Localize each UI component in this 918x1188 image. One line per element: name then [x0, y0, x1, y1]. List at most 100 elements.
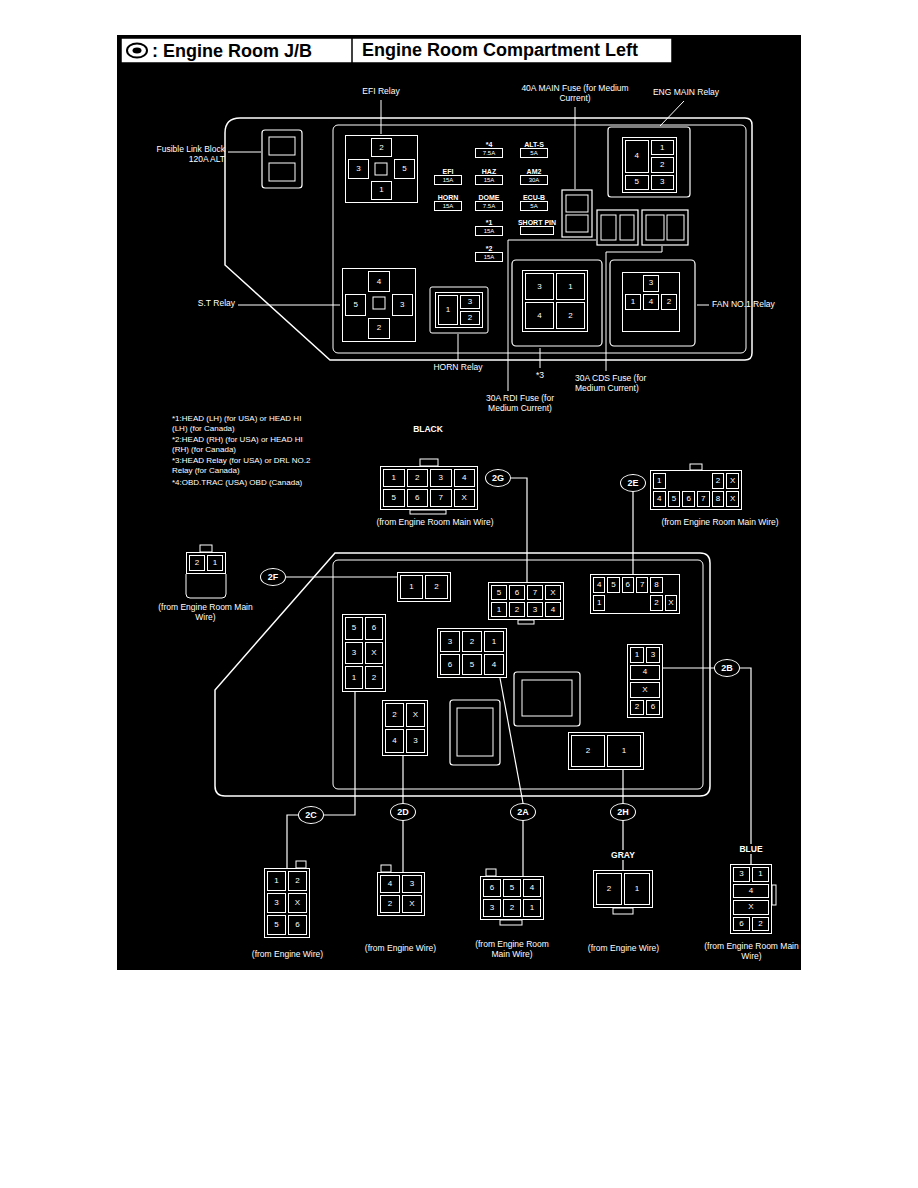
pin-number: 2 [571, 735, 605, 767]
relay-socket: 132 [435, 292, 483, 328]
fuse-name: HAZ [482, 168, 496, 175]
part-label: FAN NO.1 Relay [712, 300, 797, 310]
fuse-name: *1 [486, 219, 493, 226]
title-bar [121, 38, 672, 63]
connector-face: 654321 [480, 876, 544, 920]
fuse-name: AM2 [527, 168, 542, 175]
fuse-slot: *215A [475, 252, 503, 262]
pin-number: 1 [630, 647, 644, 663]
pin-number: 2 [407, 469, 429, 487]
pin-number: 3 [267, 893, 286, 913]
pin-number: 6 [288, 915, 307, 935]
junction-block-outline [215, 553, 710, 796]
fuse-slot: SHORT PIN [520, 226, 554, 235]
pin-number: 2 [371, 138, 392, 157]
wire-line [663, 667, 714, 668]
jb-socket: 2X43 [382, 700, 428, 756]
footnote-block: *1:HEAD (LH) (for USA) or HEAD HI (LH) (… [172, 414, 312, 489]
header-text: Engine Room Compartment Left [362, 40, 668, 62]
wire-line [632, 492, 633, 574]
pin-number: 7 [430, 489, 452, 507]
fuse-name: SHORT PIN [518, 219, 556, 226]
connector-callout: 2F [260, 568, 286, 586]
connector-latch [613, 908, 633, 914]
pin-number: 7 [636, 577, 648, 593]
label-backing: GRAY [609, 850, 637, 860]
pin-number: 5 [668, 491, 681, 507]
fuse-rating: 30A [529, 177, 540, 183]
pin-number: 1 [400, 575, 423, 599]
pin-number: 8 [712, 491, 725, 507]
pin-number: X [665, 595, 677, 611]
pin-number: 4 [653, 491, 666, 507]
fuse-rating: 5A [530, 150, 537, 156]
connector-code: 2F [268, 573, 279, 582]
source-note: (from Engine Room Main Wire) [640, 518, 800, 528]
pin-number: 3 [345, 642, 363, 665]
label-backing: BLUE [737, 844, 764, 854]
fuse-rating: 7.5A [483, 203, 495, 209]
pin-number: 7 [697, 491, 710, 507]
source-note: (from Engine Room Main Wire) [704, 942, 799, 962]
connector-tab [200, 545, 212, 552]
pin-number: 1 [607, 735, 641, 767]
connector-tab [772, 885, 776, 905]
relay-housing [610, 260, 695, 346]
pin-number: 4 [593, 577, 605, 593]
footnote: *1:HEAD (LH) (for USA) or HEAD HI (LH) (… [172, 414, 312, 433]
relay-socket: 3142 [622, 272, 680, 332]
pin-number: X [406, 703, 425, 727]
pin-number: X [545, 585, 561, 600]
pin-number: 2 [509, 602, 525, 617]
pin-number: 3 [483, 899, 501, 917]
pin-number: 3 [527, 602, 543, 617]
pin-number: 1 [267, 871, 286, 891]
pin-number: 1 [371, 181, 392, 200]
source-note: (from Engine Wire) [576, 944, 671, 954]
pin-number: 2 [712, 473, 725, 489]
relay-socket: 2351 [345, 135, 418, 203]
part-label: S.T Relay [185, 299, 235, 309]
jb-socket: 563X12 [342, 614, 386, 692]
wire-line [286, 576, 397, 577]
pin-number: 5 [503, 879, 521, 897]
source-note: (from Engine Wire) [240, 950, 335, 960]
part-label: *3 [530, 371, 550, 381]
source-note: (from Engine Wire) [353, 944, 448, 954]
pin-number: 5 [462, 654, 482, 675]
fuse-name: *2 [486, 245, 493, 252]
pin-number: 2 [661, 294, 677, 311]
jb-socket: 321654 [437, 628, 507, 678]
wire-color-label: BLACK [408, 425, 448, 435]
connector-code: 2G [492, 474, 504, 483]
pin-number: 4 [733, 884, 769, 899]
relay-socket: 41253 [622, 137, 677, 193]
source-note: (from Engine Room Main Wire) [158, 603, 253, 623]
jb-socket: 21 [568, 732, 644, 770]
cartridge-fuse [620, 215, 634, 240]
pin-number: 3 [651, 175, 675, 190]
connector-body [186, 574, 226, 598]
pin-number: 4 [625, 140, 649, 173]
connector-tab [296, 861, 306, 868]
fuse-slot: EFI15A [434, 175, 462, 185]
pin-number: 1 [651, 140, 675, 155]
pin-number: 2 [425, 575, 448, 599]
connector-callout: 2H [610, 803, 636, 821]
pin-number: 6 [733, 917, 750, 932]
source-note: (from Engine Room Main Wire) [350, 518, 520, 528]
fuse-name: ALT-S [524, 141, 544, 148]
pin-number: 2 [288, 871, 307, 891]
pin-number: 1 [345, 666, 363, 689]
fuse-rating: 15A [443, 203, 454, 209]
wire-line [324, 692, 355, 815]
pin-number: 6 [682, 491, 695, 507]
wire-line [622, 821, 623, 870]
pin-number: 2 [380, 895, 400, 913]
part-label: 30A CDS Fuse (for Medium Current) [575, 374, 675, 394]
pin-number: 6 [509, 585, 525, 600]
connector-callout: 2D [390, 803, 416, 821]
connector-face: 12X45678X [650, 470, 742, 510]
leader-line [697, 305, 709, 306]
pin-number: X [288, 893, 307, 913]
